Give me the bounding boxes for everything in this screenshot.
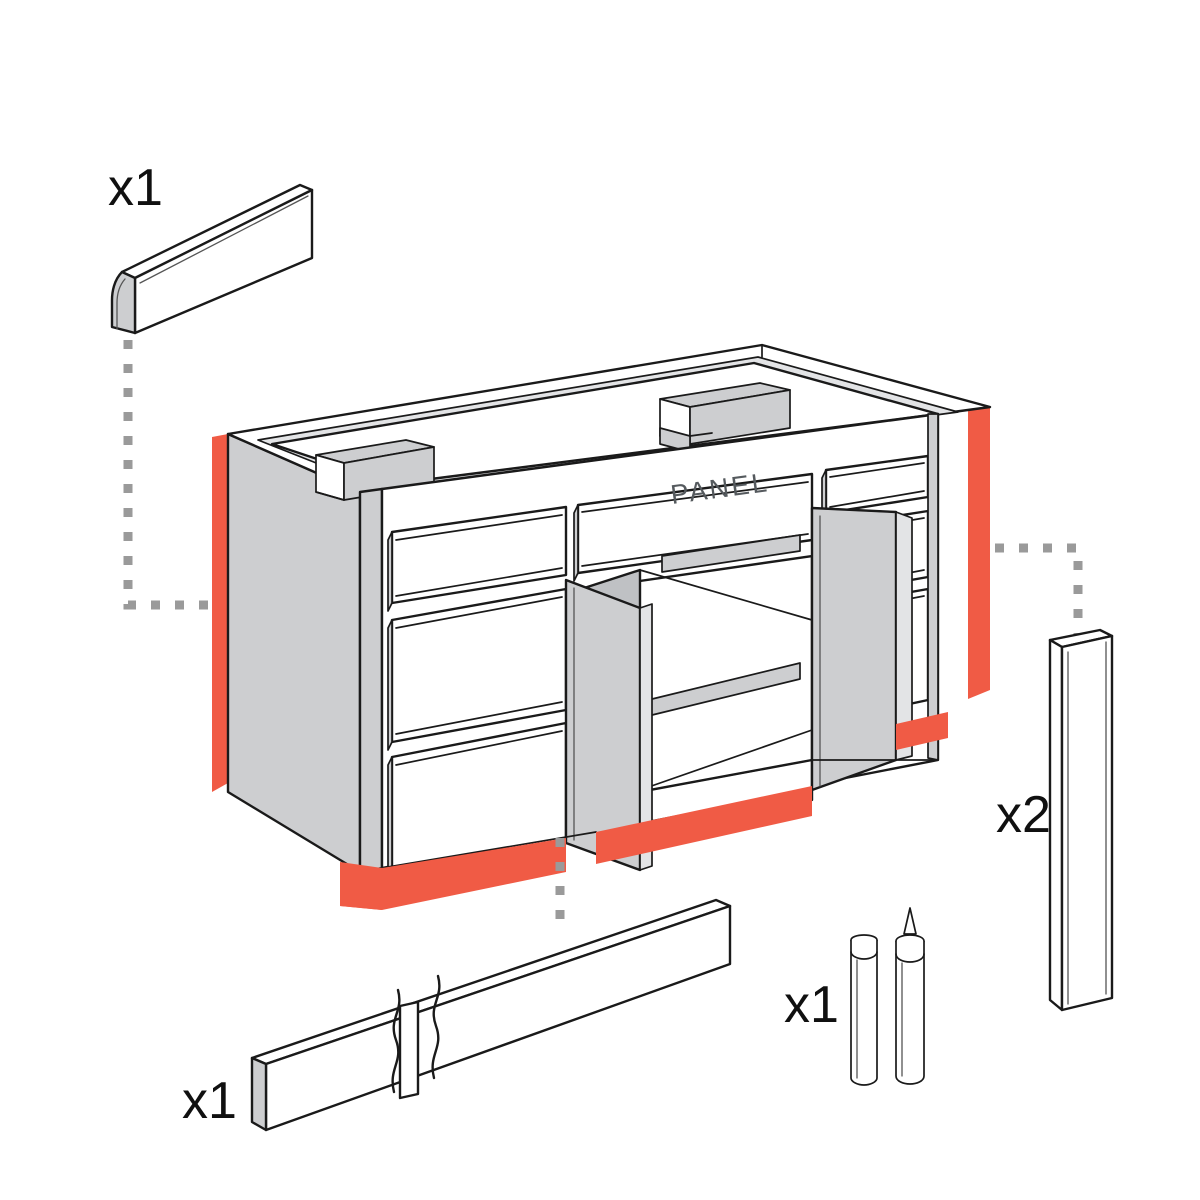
qty-label-top-molding: x1 xyxy=(108,159,163,217)
part-top-molding xyxy=(110,183,314,335)
base-cabinet: PANEL xyxy=(226,343,992,887)
left-drawer-stack xyxy=(387,505,568,887)
part-touch-up-pens xyxy=(850,907,925,1086)
part-toe-kick-board xyxy=(250,898,732,1132)
right-edge-highlight xyxy=(968,403,990,699)
touch-up-pen-left xyxy=(850,934,878,1086)
cabinet-front-left-stile xyxy=(358,487,384,874)
part-right-filler xyxy=(1048,628,1114,1012)
qty-label-toe-kick: x1 xyxy=(182,1072,237,1130)
interior-top-brace xyxy=(661,534,801,573)
toe-kick-highlight xyxy=(340,712,948,910)
touch-up-pen-right xyxy=(895,907,925,1085)
cabinet-door-left-open[interactable] xyxy=(564,578,653,872)
cabinet-door-right-open[interactable] xyxy=(810,506,913,792)
qty-label-right-filler: x2 xyxy=(996,786,1051,844)
left-edge-highlight xyxy=(212,434,228,792)
qty-label-touch-up-pens: x1 xyxy=(784,976,839,1034)
cabinet-front-right-stile xyxy=(927,413,939,761)
leader-molding-to-left-edge xyxy=(123,340,208,610)
top-cutout-right xyxy=(659,382,791,453)
leader-right-edge-to-filler xyxy=(995,543,1083,640)
